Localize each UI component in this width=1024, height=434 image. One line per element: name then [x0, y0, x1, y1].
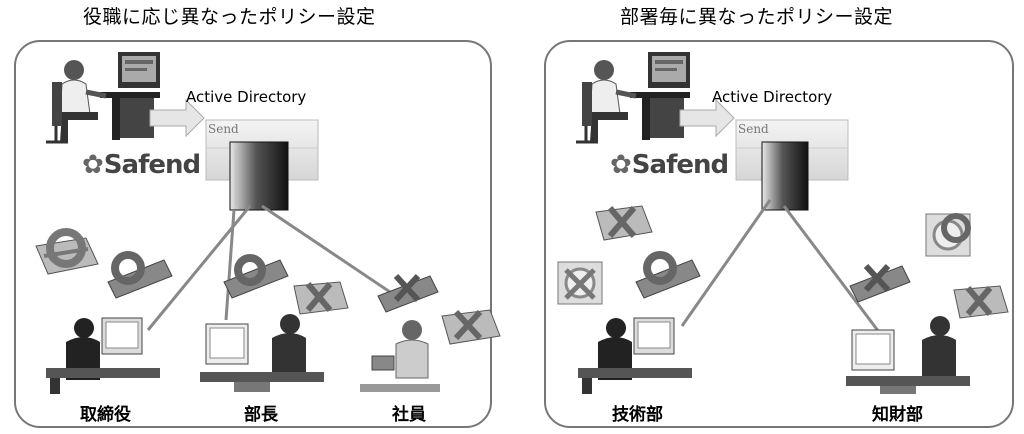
right-server-icon — [761, 141, 809, 211]
left-printer-allowed — [35, 228, 99, 275]
right-sync-arrow — [679, 98, 735, 138]
left-printer-denied-2 — [441, 309, 501, 345]
left-manager-workstation — [200, 314, 324, 392]
left-admin-figure — [46, 52, 160, 144]
left-role-director: 取締役 — [80, 405, 131, 425]
left-brand-flower-icon: ✿ — [82, 150, 104, 180]
right-usb-allowed — [635, 251, 701, 299]
right-ip-workstation — [846, 316, 970, 394]
right-dept-ip: 知財部 — [872, 405, 923, 425]
left-employee-workstation — [360, 320, 440, 392]
right-dept-engineering: 技術部 — [612, 405, 663, 425]
left-send-text: Send — [208, 122, 239, 136]
right-admin-figure — [576, 52, 690, 144]
left-panel-title: 役職に応じ異なったポリシー設定 — [83, 6, 376, 28]
right-brand-logo: ✿Safend — [610, 150, 729, 180]
right-printer-denied — [595, 205, 653, 241]
left-directory-label: Active Directory — [186, 88, 307, 106]
right-printer-denied-2 — [953, 285, 1009, 319]
right-disc-allowed — [925, 213, 971, 257]
right-usb-denied — [849, 263, 911, 303]
right-engineering-workstation — [578, 317, 692, 394]
left-brand-text: Safend — [103, 150, 201, 180]
right-send-text: Send — [738, 122, 769, 136]
right-brand-flower-icon: ✿ — [610, 150, 632, 180]
left-role-manager: 部長 — [244, 405, 278, 425]
right-brand-text: Safend — [631, 150, 729, 180]
left-director-workstation — [46, 317, 160, 394]
right-connection-lines — [680, 199, 890, 345]
left-server-icon — [229, 141, 289, 211]
left-brand-logo: ✿Safend — [82, 150, 201, 180]
right-directory-label: Active Directory — [712, 88, 833, 106]
left-usb-denied — [377, 273, 439, 313]
left-sync-arrow — [149, 98, 205, 138]
left-connection-lines — [146, 204, 391, 331]
right-disc-denied — [557, 261, 603, 305]
left-role-employee: 社員 — [392, 405, 426, 425]
right-panel-title: 部署毎に異なったポリシー設定 — [620, 6, 894, 28]
left-printer-denied — [293, 281, 349, 315]
left-usb-manager — [223, 254, 289, 299]
left-usb-allowed — [107, 251, 173, 299]
